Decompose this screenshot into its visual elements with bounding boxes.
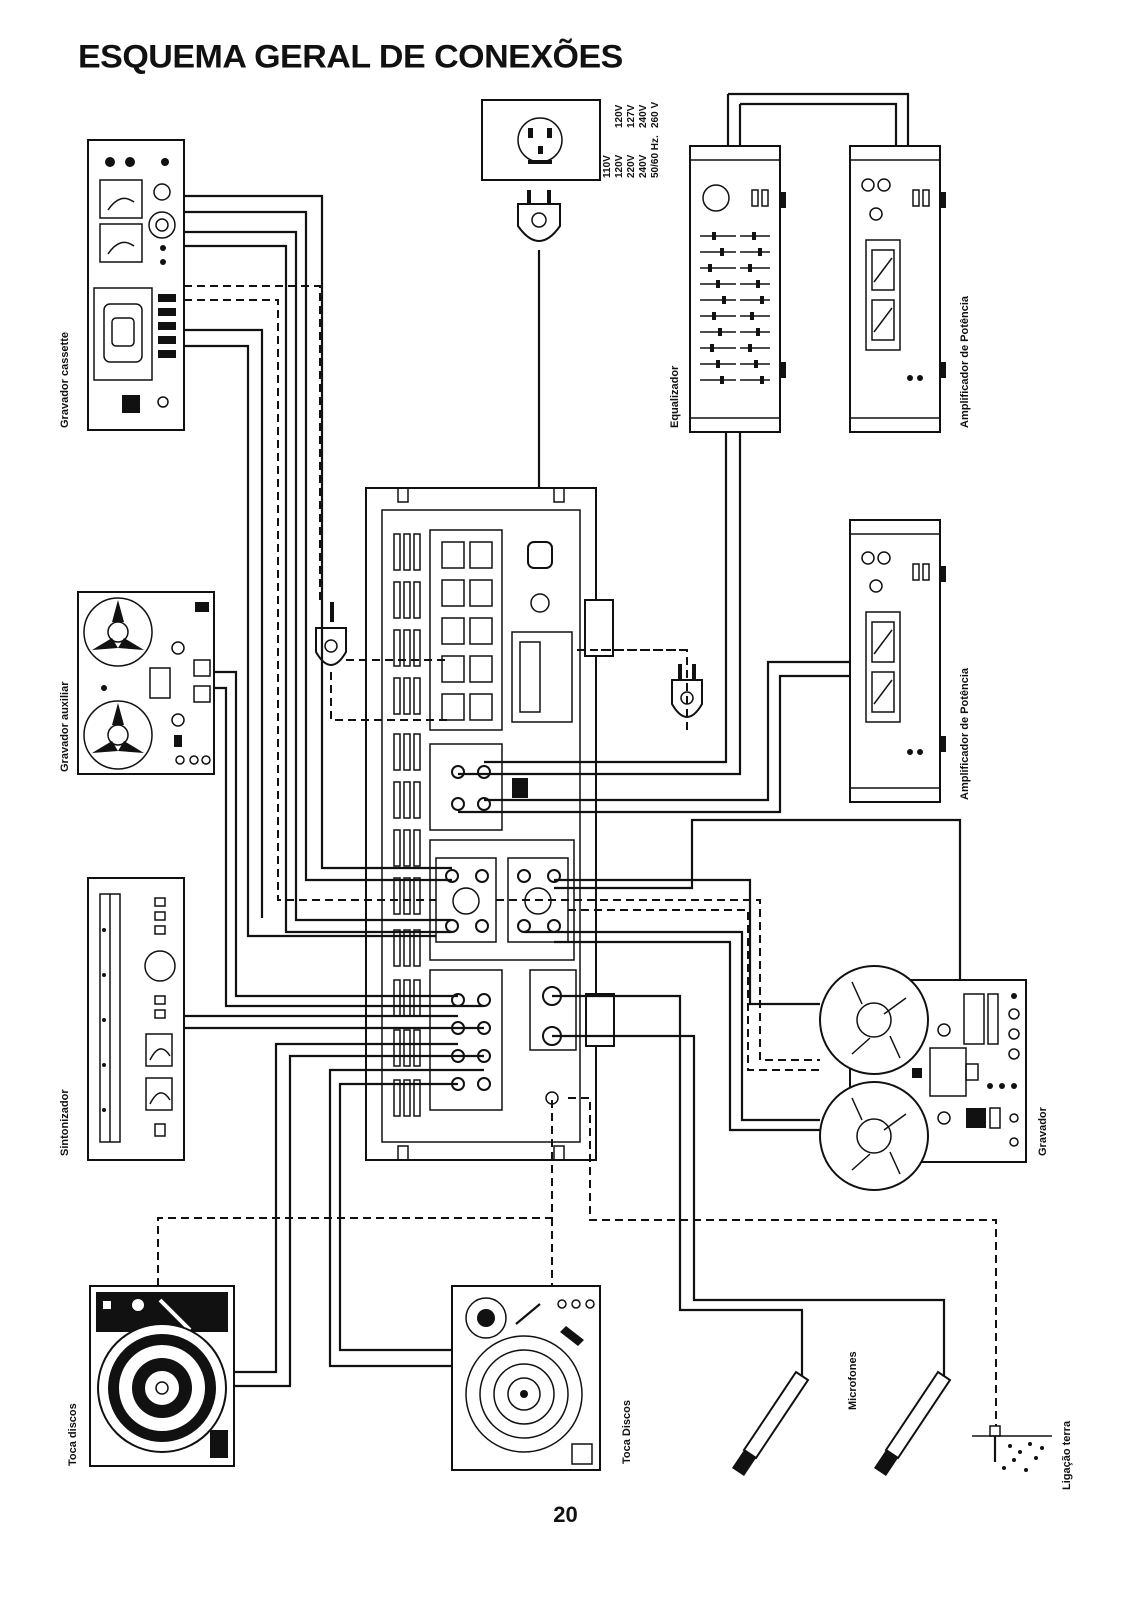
ac-plug-left-icon [315,602,347,666]
voltage-col1: 110V [602,155,613,178]
page-number: 20 [553,1502,578,1527]
svg-text:240V: 240V [638,104,649,128]
equalizer [689,145,786,433]
svg-text:50/60 Hz.: 50/60 Hz. [650,135,661,178]
ground-icon [972,1425,1052,1472]
turntable-left [89,1285,235,1467]
power-amp-mid [849,519,946,803]
cassette-recorder [87,139,185,431]
turntable-center [451,1285,601,1471]
signal-wires [184,92,962,1388]
microphone-1-icon [732,1364,810,1476]
label-microphones: Microfones [847,1351,859,1410]
vent-slots [393,533,421,1117]
label-turntable-left: Toca discos [67,1403,79,1466]
svg-text:240V: 240V [638,154,649,178]
label-aux-recorder: Gravador auxiliar [59,681,71,772]
recorder-right [819,965,1027,1191]
aux-recorder [77,591,215,775]
label-equalizer: Equalizador [669,365,681,428]
power-amp-top [849,145,946,433]
power-outlet [481,99,601,181]
label-ground: Ligação terra [1061,1420,1073,1490]
svg-text:110V: 110V [602,155,613,178]
ground-and-ac-wires [157,285,997,1426]
label-tuner: Sintonizador [59,1089,71,1156]
svg-text:120V: 120V [614,104,625,128]
label-power-amp-mid: Amplificador de Potência [959,667,971,800]
svg-text:120V: 120V [614,154,625,178]
tuner [87,877,185,1161]
equalizer-sliders [700,232,770,384]
microphone-2-icon [874,1364,952,1476]
label-cassette-recorder: Gravador cassette [59,332,71,428]
outlet-voltage-labels: 110V 120V 220V 240V 50/60 Hz. 120V 127V … [602,102,661,178]
label-turntable-center: Toca Discos [621,1400,633,1464]
svg-text:260 V: 260 V [650,102,661,128]
label-power-amp-top: Amplificador de Potência [959,295,971,428]
svg-text:127V: 127V [626,104,637,128]
main-amplifier [365,487,615,1161]
diagram-title: ESQUEMA GERAL DE CONEXÕES [78,38,623,76]
svg-text:220V: 220V [626,154,637,178]
label-recorder-right: Gravador [1037,1106,1049,1156]
